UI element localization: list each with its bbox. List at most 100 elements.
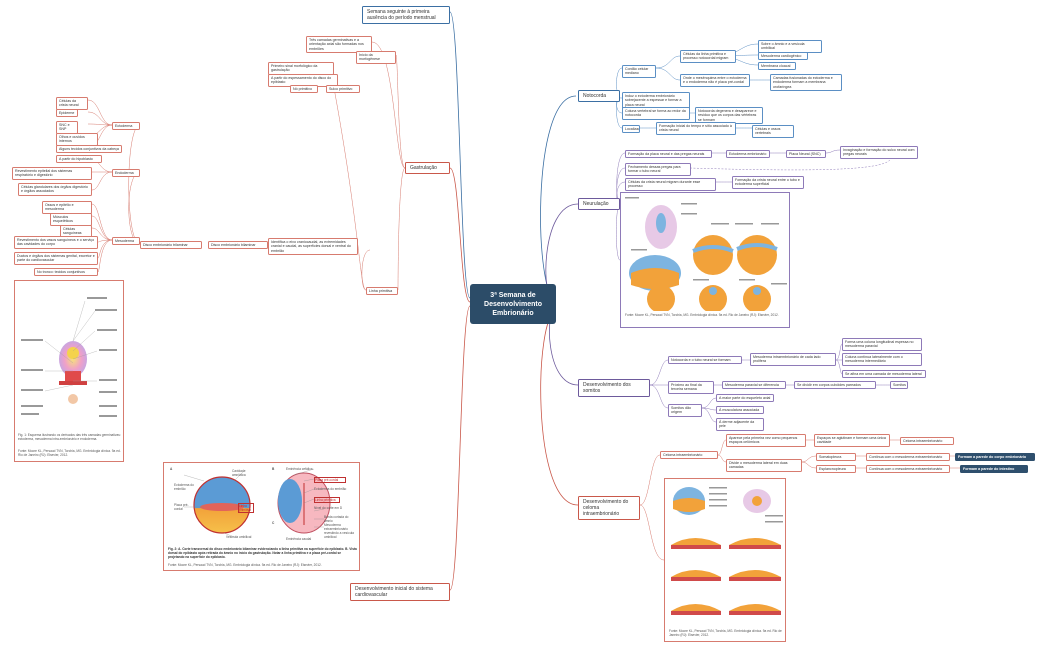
fig2-label-nivel: Nível do corte em D [314,506,343,510]
ecto-item-1[interactable]: Epiderme [56,109,78,118]
som-proximo-final[interactable]: Próximo ao final da terceira semana [668,381,714,394]
ecto-item-2[interactable]: SNC e SNP [56,121,78,134]
figure-1-caption: Fig. 1: Esquema ilustrando os derivados … [18,433,121,441]
neur-formacao-placa[interactable]: Formação da placa neural e das pregas ne… [625,150,712,159]
som-somitos[interactable]: Somitos [890,381,908,390]
branch-somitos[interactable]: Desenvolvimento dos somitos [578,379,650,397]
meso-item-5[interactable]: No tronco: tecidos conjuntivos [34,268,98,277]
som-derme[interactable]: À derme adjacente da pele [716,418,764,431]
endo-item-1[interactable]: Revestimento epitelial dos sistemas resp… [12,167,92,180]
node-disco-bilaminar[interactable]: Disco embrionário bilaminar [208,241,268,250]
figure-1: Fig. 1: Esquema ilustrando os derivados … [14,280,124,462]
som-somitos-origem[interactable]: Somitos dão origem [668,404,702,417]
fig2-label-vesicula: Vesícula umbilical [226,535,252,539]
fig2-label-cavidade: Cavidade amniótica [232,469,246,477]
ecto-item-0[interactable]: Células da crista neural [56,97,88,110]
noto-mesoderma-cardio[interactable]: Mesoderma cardiogênico [758,52,808,61]
fig2-label-eminencia: Eminência cefálica [286,467,313,471]
figure-2-source: Fonte: Moore KL, Persaud TVN, Torchia, M… [168,563,322,567]
cel-somatopleura[interactable]: Somatopleura [816,453,856,462]
fig2-label-ecto-b: Ectoderma do embrião [314,487,347,491]
branch-celoma[interactable]: Desenvolvimento do celoma intraembrionár… [578,496,640,520]
ecto-item-3[interactable]: Olhos e ouvidos internos [56,133,98,146]
som-coluna-cont[interactable]: Coluna contínua lateralmente com o mesod… [842,353,922,366]
som-forma-coluna[interactable]: Forma uma coluna longitudinal espessa no… [842,338,922,351]
noto-cordao[interactable]: Cordão celular mediano [622,65,656,78]
neurulacao-source: Fonte: Moore KL, Persaud TVN, Torchia, M… [625,313,779,317]
som-notocorda-tubo[interactable]: Notocorda e o tubo neural se formam [668,356,742,365]
node-sulco-primitivo[interactable]: Sulco primitivo [326,85,360,94]
noto-forma[interactable]: Formação inicial do tempo e sítio associ… [656,122,736,135]
noto-celulas-ossos[interactable]: Células e ossos vertebrais [752,125,794,138]
cel-continua-meso[interactable]: Contínua com o mesoderma extraembrionári… [866,465,950,474]
cel-celoma-intra[interactable]: Celoma intraembrionário [900,437,954,446]
node-tres-camadas[interactable]: Três camadas germinativas e a orientação… [306,36,372,53]
node-identifica-eixo[interactable]: Identifica o eixo craniocaudal, as extre… [268,238,358,255]
node-inicio-morfogenese[interactable]: Início da morfogênese [356,51,396,64]
node-mesoderma[interactable]: Mesoderma [112,237,140,246]
som-musculatura[interactable]: À musculatura associada [716,406,764,415]
fig2-label-borda: Borda cortada do âmnio [324,515,349,523]
som-se-afina[interactable]: Se afina em uma camada de mesoderma late… [842,370,926,379]
celoma-illustration [671,487,783,615]
fig2-label-meso: Mesoderma extraembrionário revestindo a … [324,523,354,539]
cel-celoma[interactable]: Celoma intraembrionário [660,451,718,460]
noto-localizacao[interactable]: Localização [622,125,640,134]
node-no-primitivo[interactable]: Nó primitivo [290,85,318,94]
meso-item-4[interactable]: Ductos e órgãos dos sistemas genital, ex… [14,252,98,265]
neur-formacao-crista[interactable]: Formação da crista neural entre o tubo e… [732,176,804,189]
noto-membrana[interactable]: Membrana cloacal [758,62,796,71]
cel-continua-ecto[interactable]: Contínua com o mesoderma extraembrionári… [866,453,950,462]
noto-celulas-linha[interactable]: Células da linha primitiva e processo no… [680,50,736,63]
noto-coluna[interactable]: Coluna vertebral se forma ao redor da no… [622,107,690,120]
figure-2: Ectoderma do embrião Placa pré-cordal Ca… [163,462,360,571]
endo-item-0[interactable]: A partir do hipoblasto [56,155,102,164]
som-mesoderma-para[interactable]: Mesoderma paraxial se diferencia [722,381,786,390]
meso-item-1[interactable]: Músculos esqueléticos [50,213,92,226]
fig2-label-placa: Placa pré-cordal [174,503,189,511]
ecto-item-4[interactable]: Alguns tecidos conjuntivos da cabeça [56,145,122,154]
cel-formam-parede[interactable]: Formam a parede do corpo embrionário [955,453,1035,462]
neur-ectoderma-emb[interactable]: Ectoderma embrionário [726,150,770,159]
neur-invaginacao[interactable]: Invaginação e formação do sulco neural c… [840,146,918,159]
noto-camadas[interactable]: Camadas fusionadas do ectoderma e endode… [770,74,842,91]
neur-placa-neural[interactable]: Placa Neural (SNC) [786,150,826,159]
fig2-label-linha-b: Linha primitiva [314,497,340,503]
node-primeiro-sinal[interactable]: Primeiro sinal morfológico da gastrulaçã… [268,62,334,75]
cel-formam-intestino[interactable]: Formam a parede do intestino [960,465,1028,474]
neurulacao-figure: Fonte: Moore KL, Persaud TVN, Torchia, M… [620,192,790,328]
branch-notocorda[interactable]: Notocorda [578,90,620,102]
branch-cardiovascular[interactable]: Desenvolvimento inicial do sistema cardi… [350,583,450,601]
neur-fechamento[interactable]: Fechamento dessas pregas para formar o t… [625,163,691,176]
meso-item-3[interactable]: Revestimento dos vasos sanguíneos e o se… [14,236,98,249]
fig2-letter-b: B [272,467,275,471]
central-topic[interactable]: 3ª Semana de Desenvolvimento Embrionário [470,284,556,324]
noto-cefalico[interactable]: Sobre o âmnio e a vesícula umbilical [758,40,822,53]
cel-aparece[interactable]: Aparece pela primeira vez como pequenos … [726,434,806,447]
branch-semana[interactable]: Semana seguinte à primeira ausência do p… [362,6,450,24]
fig2-label-placa-b: Placa pré-cordal [314,477,346,483]
som-mesoderma-intra[interactable]: Mesoderma intraembrionário de cada lado … [750,353,836,366]
node-linha-primitiva[interactable]: Linha primitiva [366,287,398,296]
cel-divide[interactable]: Divide o mesoderma lateral em duas camad… [726,459,802,472]
som-se-dividir[interactable]: Se dividir em corpos cubóides pareados [794,381,876,390]
figure-2-illustration [183,468,331,538]
endo-item-2[interactable]: Células glandulares dos órgãos digestóri… [18,183,92,196]
fig2-label-linha: Linha primitiva [238,503,254,513]
cel-espacos[interactable]: Espaços se aglutinam e formam uma única … [814,434,890,447]
cel-esplancnopleura[interactable]: Esplancnopleura [816,465,856,474]
noto-onde[interactable]: Onde o mesênquima entre o ectoderma e o … [680,74,750,87]
node-ectoderma[interactable]: Ectoderma [112,122,140,131]
node-disco-trilaminar[interactable]: Disco embrionário trilaminar [140,241,202,250]
node-endoderma[interactable]: Endoderma [112,169,140,178]
celoma-source: Fonte: Moore KL, Persaud TVN, Torchia, M… [669,629,782,637]
neurulacao-illustration [625,197,787,313]
neur-celulas-crista[interactable]: Células da crista neural migram durante … [625,178,716,191]
branch-neurulacao[interactable]: Neurulação [578,198,620,210]
meso-item-0[interactable]: Ossos e epitélio e mesoderma [42,201,92,214]
som-maior-parte[interactable]: A maior parte do esqueleto axial [716,394,774,403]
figure-1-source: Fonte: Moore KL, Persaud TVN, Torchia, M… [18,449,121,457]
branch-gastrulacao[interactable]: Gastrulação [405,162,450,174]
fig2-label-eminencia-caudal: Eminência caudal [286,537,312,541]
